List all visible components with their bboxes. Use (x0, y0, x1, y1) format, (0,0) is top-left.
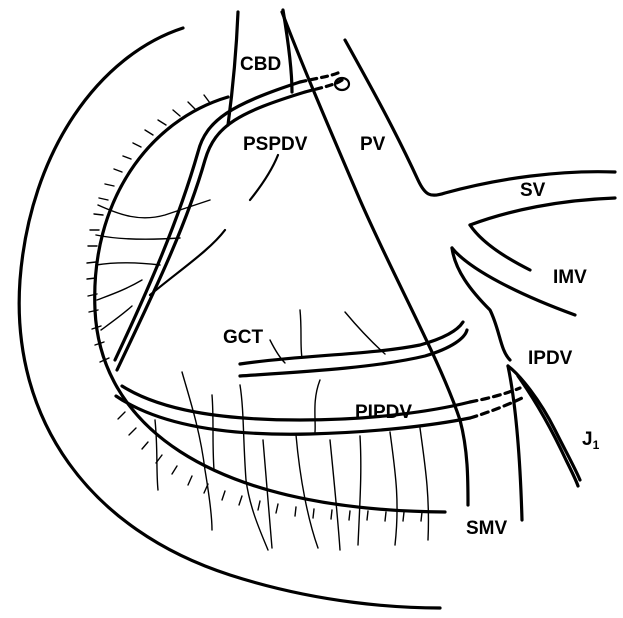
label-pipdv: PIPDV (355, 402, 412, 423)
label-sv: SV (520, 180, 546, 201)
ipdv-j1-right-2 (518, 376, 578, 486)
pipdv-upper (122, 386, 470, 420)
label-pspdv: PSPDV (243, 134, 308, 155)
gct-upper (240, 322, 463, 364)
pspdv-branch (150, 230, 225, 295)
label-j1-main: J (582, 429, 593, 450)
label-j1: J1 (582, 429, 600, 452)
label-ipdv: IPDV (528, 348, 573, 369)
splenic-vein-lower-wall (470, 198, 615, 225)
label-smv: SMV (466, 518, 508, 539)
label-pv: PV (360, 134, 386, 155)
pspdv-branch-2 (250, 155, 278, 200)
label-gct: GCT (223, 327, 264, 348)
portal-vein-right-wall (345, 40, 615, 195)
label-cbd: CBD (240, 54, 281, 75)
pipdv-lower (116, 396, 470, 434)
smv-right-wall (470, 225, 530, 270)
duodenal-tributaries (96, 200, 210, 330)
label-j1-sub: 1 (593, 438, 600, 452)
imv-lower-wall (452, 248, 510, 360)
label-imv: IMV (553, 267, 587, 288)
